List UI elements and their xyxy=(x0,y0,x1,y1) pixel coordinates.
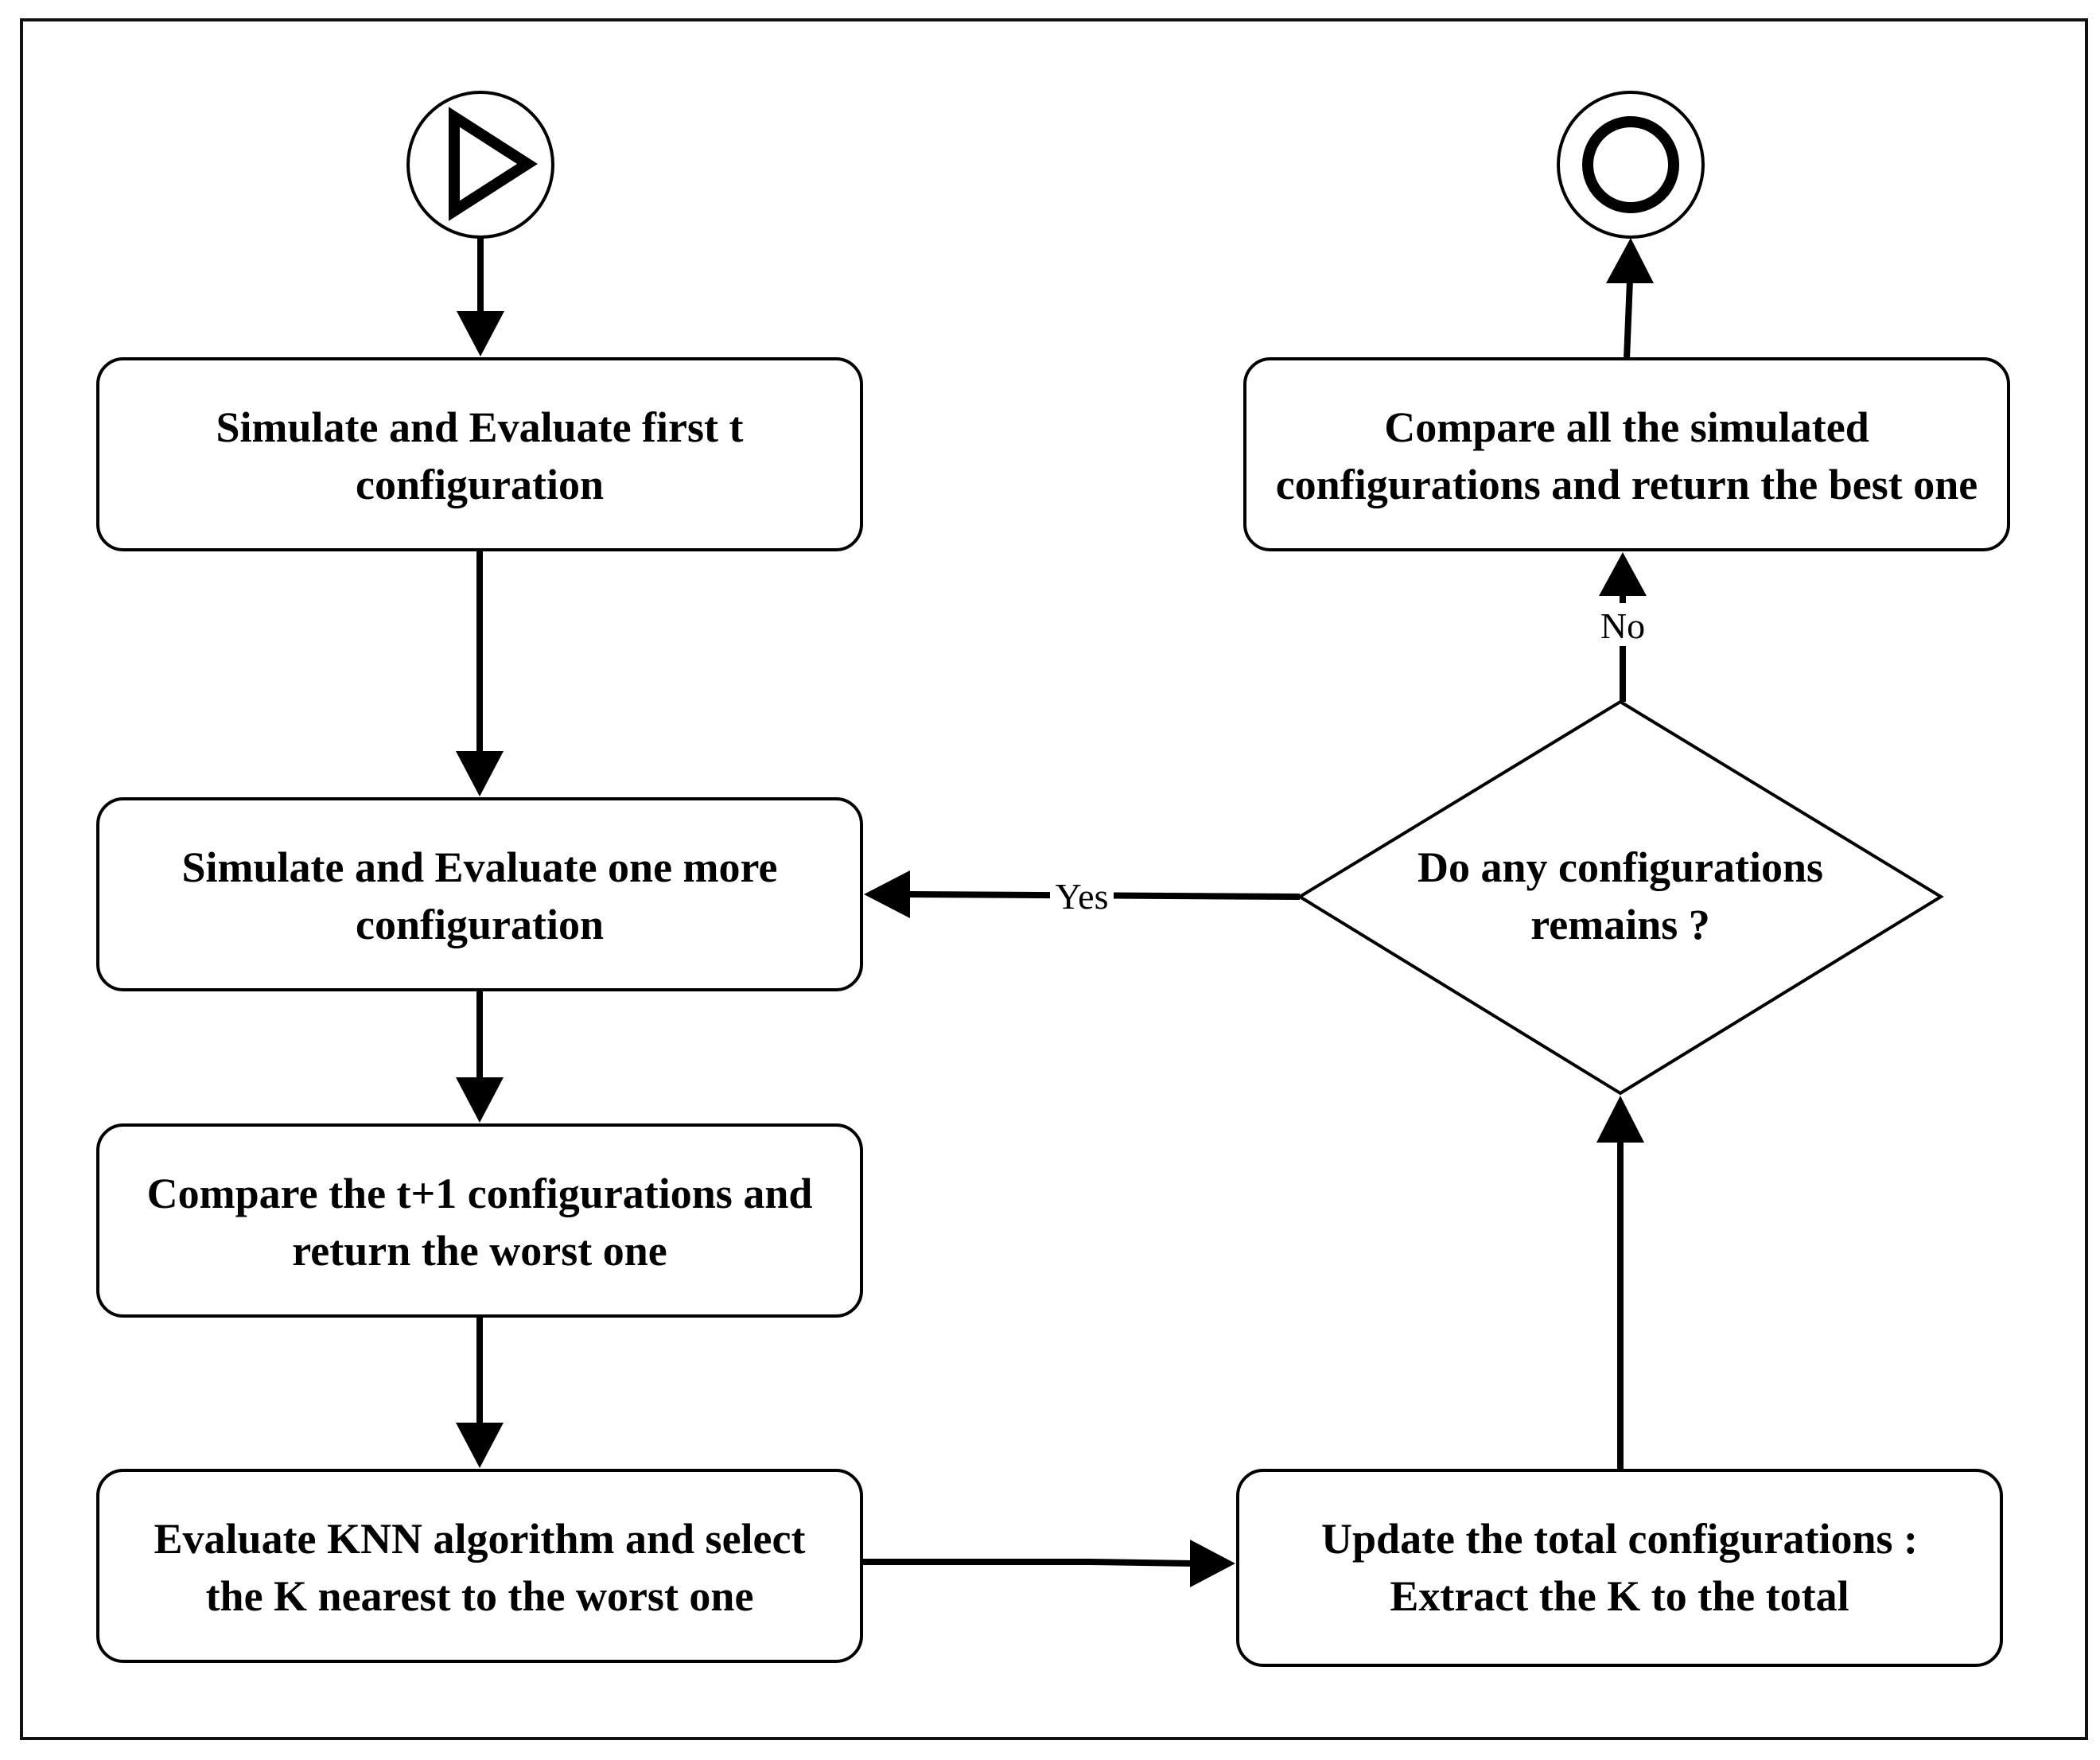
node-knn-select-line-2: the K nearest to the worst one xyxy=(206,1572,754,1620)
arrow-decision-yes-to-one-more: Yes xyxy=(864,870,1301,918)
arrow-decision-no-to-compare-best: No xyxy=(1594,552,1651,702)
node-knn-select: Evaluate KNN algorithm and select the K … xyxy=(96,1469,863,1663)
node-simulate-first-line-1: Simulate and Evaluate first t xyxy=(216,403,743,451)
node-update-total-line-2: Extract the K to the total xyxy=(1390,1572,1849,1620)
node-knn-select-line-1: Evaluate KNN algorithm and select xyxy=(154,1515,806,1563)
arrow-compare-best-to-end xyxy=(1606,238,1654,360)
node-compare-best-line-1: Compare all the simulated xyxy=(1384,403,1869,451)
arrow-start-to-simulate-first xyxy=(457,237,504,356)
node-decision-line-2: remains ? xyxy=(1530,901,1710,948)
node-simulate-one-more-line-1: Simulate and Evaluate one more xyxy=(181,843,777,891)
start-event-play-icon xyxy=(406,91,554,239)
node-compare-best: Compare all the simulated configurations… xyxy=(1243,357,2010,551)
node-update-total-line-1: Update the total configurations : xyxy=(1321,1515,1918,1563)
arrow-compare-worst-to-knn xyxy=(456,1316,504,1468)
edge-label-no: No xyxy=(1600,605,1645,646)
arrow-simulate-first-to-one-more xyxy=(456,550,504,796)
node-decision-line-1: Do any configurations xyxy=(1418,843,1823,891)
arrow-knn-to-update-total xyxy=(861,1540,1235,1587)
node-update-total: Update the total configurations : Extrac… xyxy=(1236,1469,2003,1667)
end-event-circle-icon xyxy=(1557,91,1705,239)
node-compare-worst-line-1: Compare the t+1 configurations and xyxy=(147,1170,813,1217)
arrow-update-total-to-decision xyxy=(1596,1096,1644,1470)
node-compare-best-line-2: configurations and return the best one xyxy=(1276,461,1978,508)
node-decision: Do any configurations remains ? xyxy=(1297,699,1944,1096)
edge-label-yes: Yes xyxy=(1056,876,1109,917)
node-compare-worst: Compare the t+1 configurations and retur… xyxy=(96,1123,863,1318)
node-compare-worst-line-2: return the worst one xyxy=(292,1227,667,1275)
node-simulate-one-more-line-2: configuration xyxy=(356,901,604,948)
arrow-one-more-to-compare-worst xyxy=(456,990,504,1123)
node-simulate-one-more: Simulate and Evaluate one more configura… xyxy=(96,797,863,991)
diagram-frame xyxy=(20,18,2088,1740)
node-simulate-first-line-2: configuration xyxy=(356,461,604,508)
node-simulate-first: Simulate and Evaluate first t configurat… xyxy=(96,357,863,551)
